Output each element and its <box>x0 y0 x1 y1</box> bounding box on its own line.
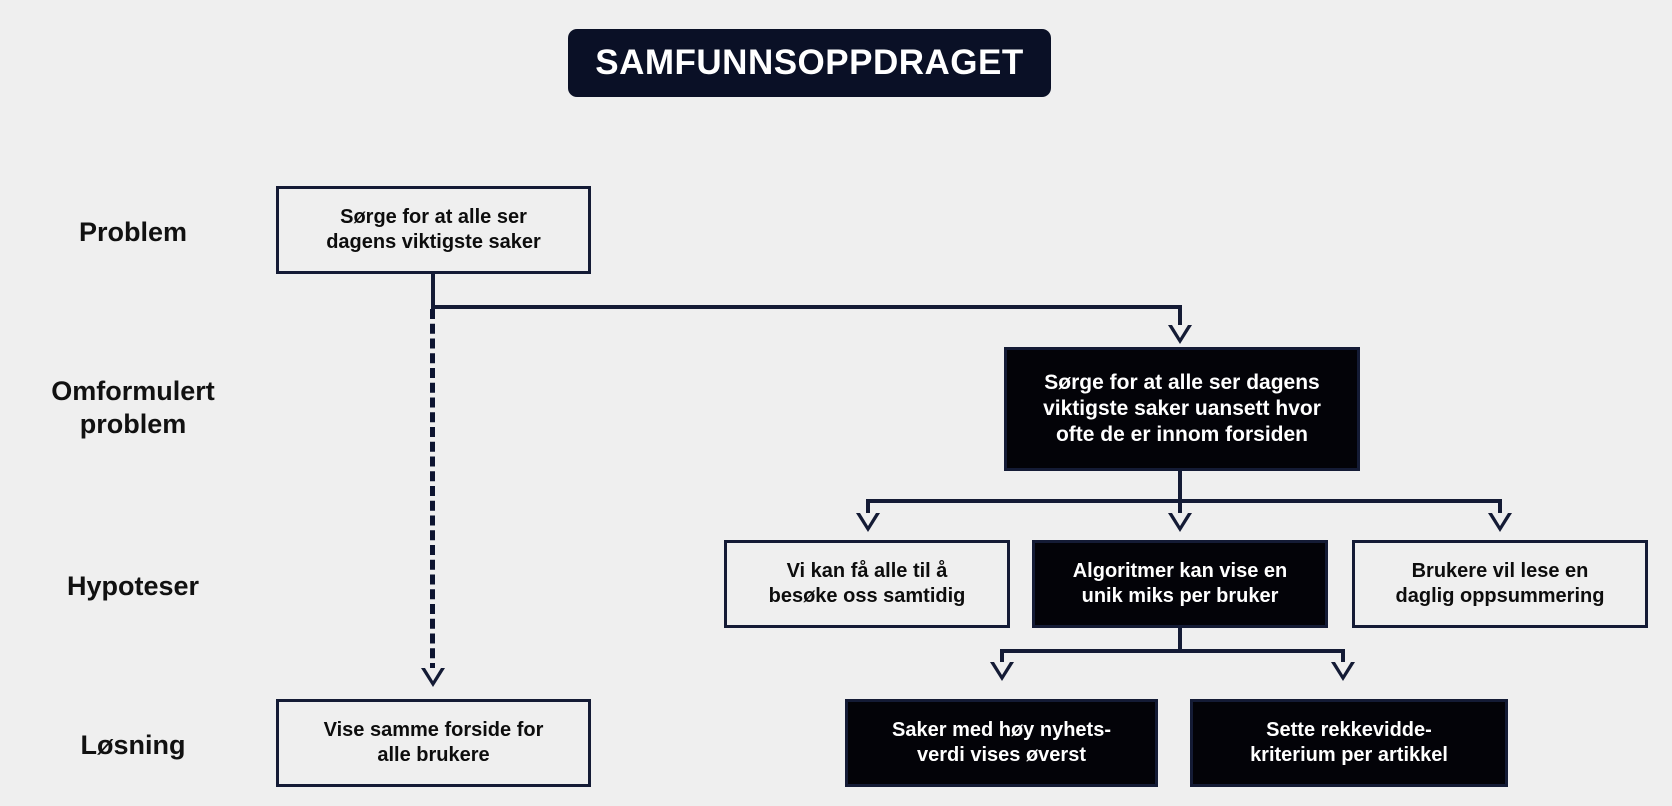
arrowhead-to-reframed-problem <box>1168 325 1192 344</box>
node-solution-left-line2: alle brukere <box>377 744 490 766</box>
row-label-problem: Problem <box>78 217 188 247</box>
node-hypothesis-middle-text: Algoritmer kan vise en unik miks per bru… <box>1073 559 1288 609</box>
node-reframed-problem[interactable]: Sørge for at alle ser dagens viktigste s… <box>1004 347 1360 471</box>
node-hypothesis-middle-line1: Algoritmer kan vise en <box>1072 560 1288 583</box>
node-solution-right-text: Sette rekkevidde- kriterium per artikkel <box>1250 718 1448 768</box>
node-solution-middle-text: Saker med høy nyhets- verdi vises øverst <box>892 718 1111 768</box>
node-solution-right-line2: kriterium per artikkel <box>1250 744 1448 766</box>
node-hypothesis-right-line1: Brukere vil lese en <box>1411 560 1589 583</box>
row-label-hypotheses: Hypoteser <box>66 571 200 601</box>
connector-bus-to-solution-middle <box>1000 649 1004 671</box>
node-solution-right[interactable]: Sette rekkevidde- kriterium per artikkel <box>1190 699 1508 787</box>
arrowhead-to-hypothesis-middle <box>1168 513 1192 532</box>
connector-bus-to-hypothesis-left <box>866 499 870 522</box>
node-problem[interactable]: Sørge for at alle ser dagens viktigste s… <box>276 186 591 274</box>
node-reframed-problem-line3: ofte de er innom forsiden <box>1055 423 1309 447</box>
node-solution-left-text: Vise samme forside for alle brukere <box>324 718 544 768</box>
node-solution-left[interactable]: Vise samme forside for alle brukere <box>276 699 591 787</box>
connector-bus-to-hypothesis-middle <box>1178 499 1182 522</box>
node-reframed-problem-line2: viktigste saker uansett hvor <box>1043 396 1321 420</box>
node-problem-line2: dagens viktigste saker <box>326 231 541 253</box>
node-hypothesis-middle[interactable]: Algoritmer kan vise en unik miks per bru… <box>1032 540 1328 628</box>
node-hypothesis-right-line2: daglig oppsummering <box>1395 585 1605 607</box>
arrowhead-to-solution-right <box>1331 662 1355 681</box>
connector-problem-down <box>431 273 435 309</box>
node-problem-line1: Sørge for at alle ser <box>340 206 527 229</box>
node-hypothesis-right-text: Brukere vil lese en daglig oppsummering <box>1396 559 1605 609</box>
node-solution-right-line1: Sette rekkevidde- <box>1266 719 1432 742</box>
row-label-reformulated-problem-line1: Omformulert <box>51 376 215 406</box>
node-hypothesis-left-line2: besøke oss samtidig <box>768 585 966 607</box>
node-solution-middle-line2: verdi vises øverst <box>917 744 1086 766</box>
arrowhead-to-hypothesis-right <box>1488 513 1512 532</box>
arrowhead-to-hypothesis-left <box>856 513 880 532</box>
connector-reframed-down-to-bus <box>1178 469 1182 503</box>
connector-bus-to-hypothesis-right <box>1498 499 1502 522</box>
arrowhead-to-solution-middle <box>990 662 1014 681</box>
node-hypothesis-right[interactable]: Brukere vil lese en daglig oppsummering <box>1352 540 1648 628</box>
node-hypothesis-left-line1: Vi kan få alle til å <box>786 560 948 583</box>
connector-hypothesis-middle-down <box>1178 620 1182 653</box>
connector-problem-to-reframed-horizontal <box>431 305 1182 309</box>
node-hypothesis-left-text: Vi kan få alle til å besøke oss samtidig <box>769 559 966 609</box>
row-label-solution: Løsning <box>80 730 186 760</box>
node-problem-text: Sørge for at alle ser dagens viktigste s… <box>326 205 541 255</box>
connector-solutions-bus <box>1000 649 1345 653</box>
node-reframed-problem-line1: Sørge for at alle ser dagens <box>1044 370 1320 394</box>
diagram-title-text: SAMFUNNSOPPDRAGET <box>595 43 1024 82</box>
arrowhead-to-solution-left <box>421 668 445 687</box>
connector-bus-to-solution-right <box>1341 649 1345 671</box>
connector-problem-to-solution-dashed <box>430 309 435 673</box>
node-reframed-problem-text: Sørge for at alle ser dagens viktigste s… <box>1043 370 1321 448</box>
diagram-title-box: SAMFUNNSOPPDRAGET <box>568 29 1051 97</box>
node-hypothesis-left[interactable]: Vi kan få alle til å besøke oss samtidig <box>724 540 1010 628</box>
row-label-reformulated-problem: Omformulert problem <box>8 375 258 441</box>
node-solution-left-line1: Vise samme forside for <box>323 719 544 742</box>
connector-hypotheses-bus <box>866 499 1502 503</box>
node-hypothesis-middle-line2: unik miks per bruker <box>1081 585 1279 607</box>
node-solution-middle-line1: Saker med høy nyhets- <box>892 719 1111 742</box>
row-label-reformulated-problem-line2: problem <box>79 408 187 439</box>
node-solution-middle[interactable]: Saker med høy nyhets- verdi vises øverst <box>845 699 1158 787</box>
connector-reframed-down <box>1178 305 1182 339</box>
